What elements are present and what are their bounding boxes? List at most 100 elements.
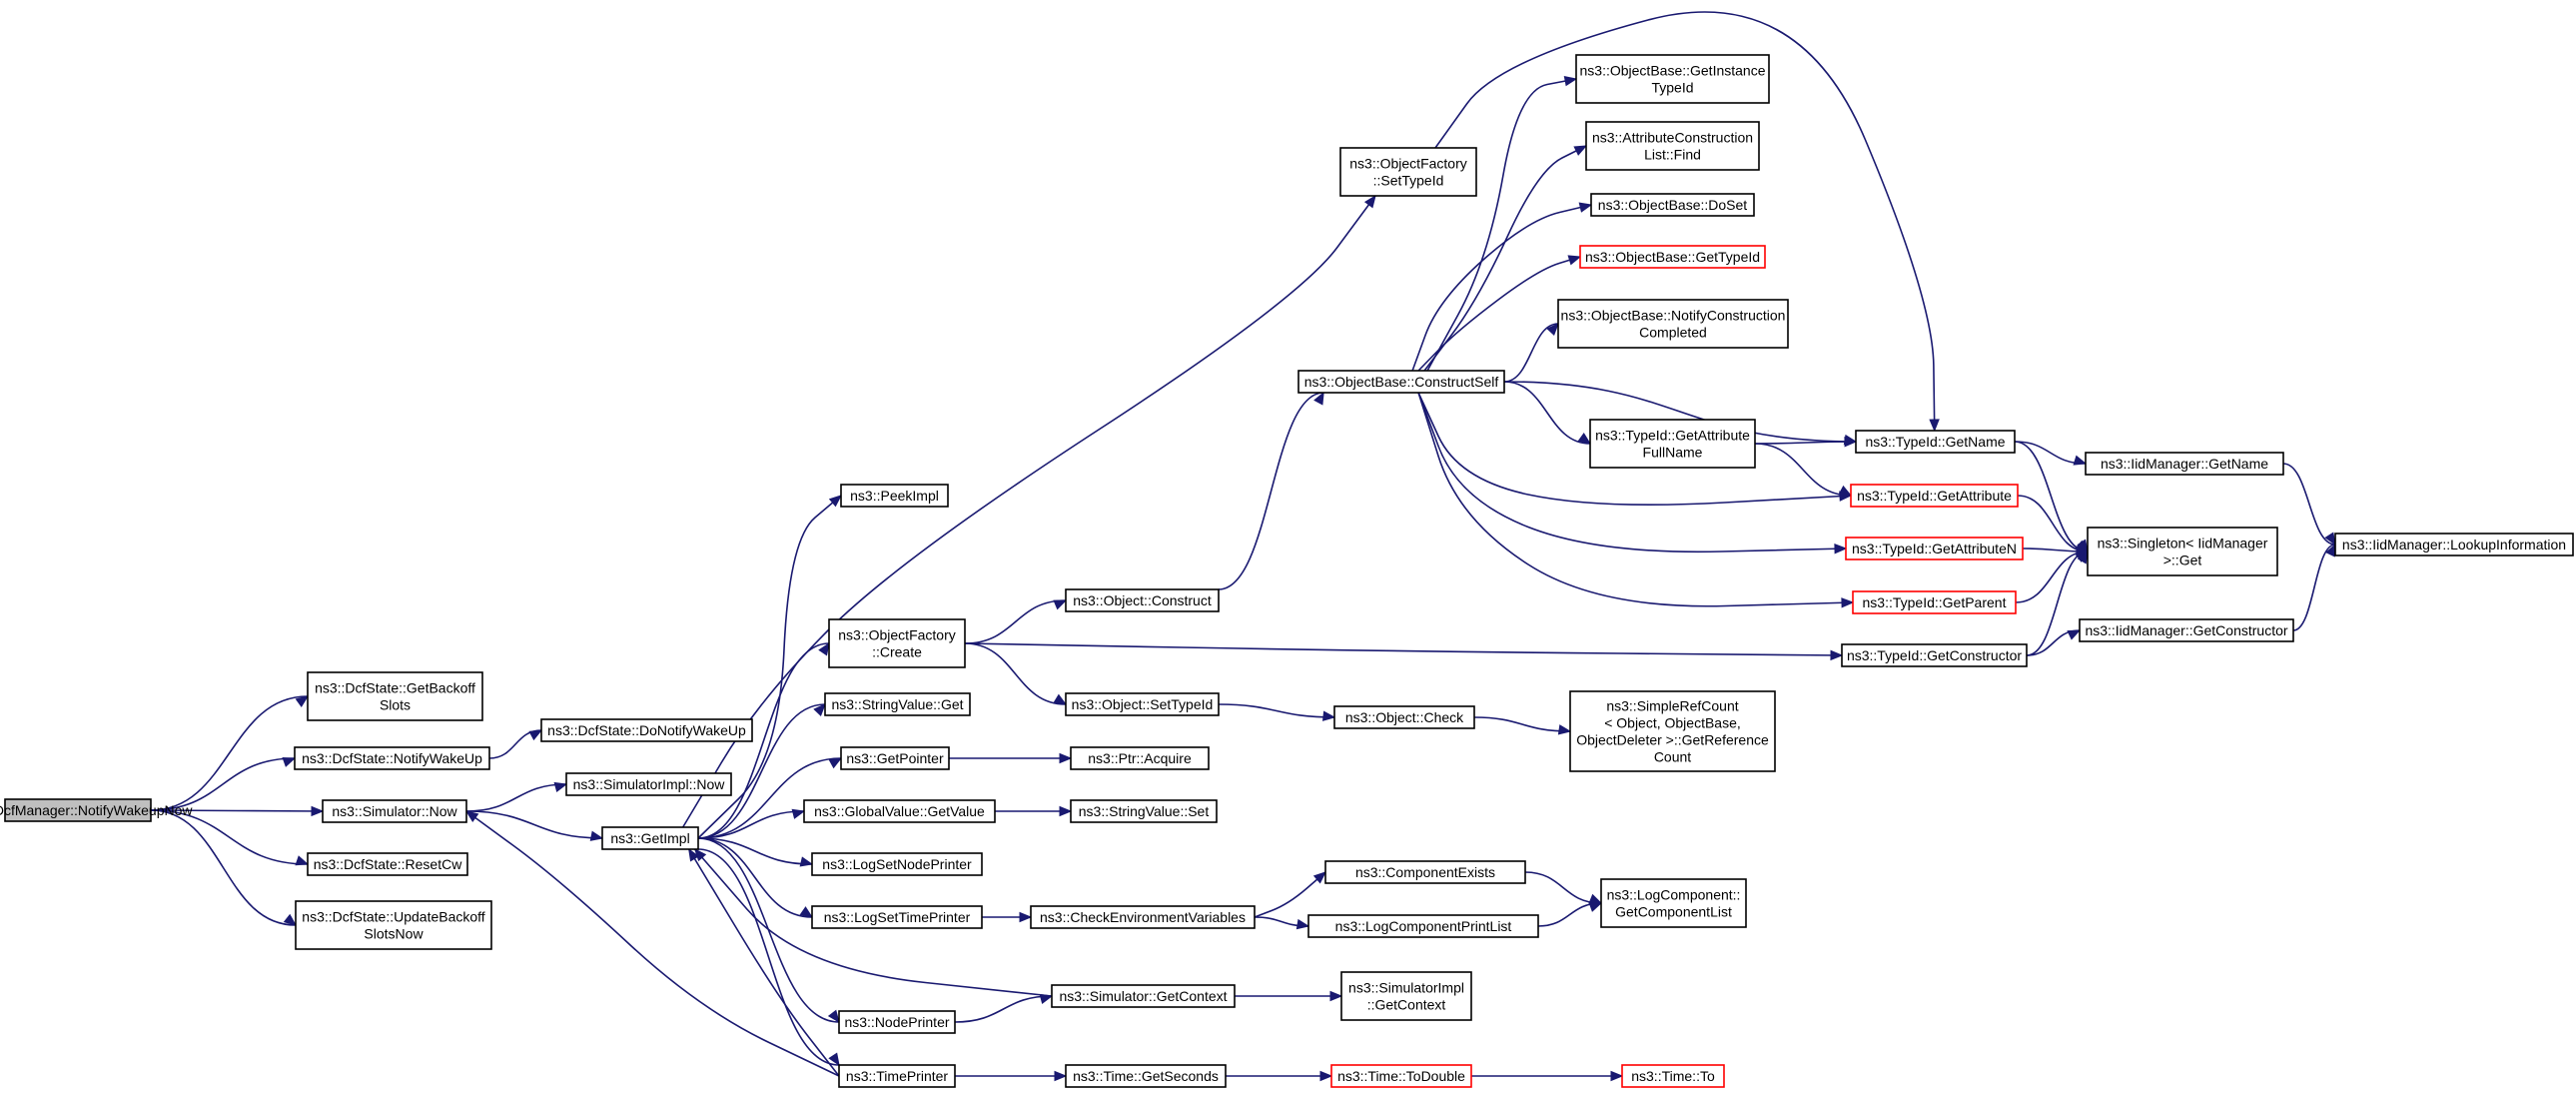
node-notifywakeup[interactable]: ns3::DcfState::NotifyWakeUp (294, 746, 490, 770)
edge-getimpl-to-gv_getvalue (697, 808, 806, 839)
edge-line (697, 642, 830, 839)
node-donotifywakeup[interactable]: ns3::DcfState::DoNotifyWakeUp (540, 718, 753, 742)
edge-arrowhead (295, 855, 310, 866)
node-checkenv[interactable]: ns3::CheckEnvironmentVariables (1030, 905, 1256, 929)
edge-line (954, 995, 1053, 1023)
node-componentexists[interactable]: ns3::ComponentExists (1324, 860, 1526, 884)
node-resetcw[interactable]: ns3::DcfState::ResetCw (307, 852, 468, 876)
edge-iid_getconstructor-to-iid_lookupinformation (2292, 543, 2336, 631)
node-of-create[interactable]: ns3::ObjectFactory::Create (828, 618, 966, 668)
node-box (1340, 971, 1472, 1021)
edge-ob_constructself-to-tid_getparent (1417, 392, 1855, 608)
node-simimpl-now[interactable]: ns3::SimulatorImpl::Now (565, 772, 732, 796)
edge-tid_getattribute-to-singleton_get (2017, 495, 2090, 552)
node-box (294, 746, 490, 770)
node-timeprinter[interactable]: ns3::TimePrinter (838, 1064, 956, 1088)
node-time-getseconds[interactable]: ns3::Time::GetSeconds (1065, 1064, 1227, 1088)
node-stringvalue-set[interactable]: ns3::StringValue::Set (1070, 799, 1218, 823)
node-ob-doset[interactable]: ns3::ObjectBase::DoSet (1590, 193, 1755, 217)
node-label: ns3::TypeId::GetAttribute (1595, 428, 1750, 444)
edge-checkenv-to-logcomponentprintlist (1254, 916, 1310, 930)
edge-timeprinter-to-sim_now (464, 810, 840, 1077)
edge-line (1426, 78, 1577, 372)
node-iid-getname[interactable]: ns3::IidManager::GetName (2085, 452, 2284, 476)
edge-arrowhead (1019, 911, 1033, 923)
node-label: ns3::IidManager::GetConstructor (2085, 622, 2287, 638)
node-nodeprinter[interactable]: ns3::NodePrinter (838, 1010, 956, 1034)
edge-arrowhead (1546, 323, 1559, 336)
node-ob-notifyconstruction[interactable]: ns3::ObjectBase::NotifyConstructionCompl… (1557, 299, 1789, 349)
edge-line (465, 783, 567, 812)
node-label: ns3::IidManager::GetName (2101, 456, 2268, 472)
node-tid-getconstructor[interactable]: ns3::TypeId::GetConstructor (1841, 643, 2028, 667)
edge-line (2017, 495, 2089, 552)
edge-getimpl-to-stringvalue_get (697, 703, 826, 839)
edge-of_create-to-obj_construct (964, 599, 1068, 644)
node-label: ns3::SimulatorImpl (1348, 980, 1464, 996)
edge-notifywakeup-to-donotifywakeup (488, 729, 543, 759)
edge-ob_constructself-to-acl_find (1423, 145, 1588, 372)
node-box (828, 618, 966, 668)
node-gv-getvalue[interactable]: ns3::GlobalValue::GetValue (803, 799, 996, 823)
edge-line (1417, 256, 1581, 372)
node-box (1070, 799, 1218, 823)
node-tid-getparent[interactable]: ns3::TypeId::GetParent (1852, 590, 2017, 614)
node-of-settypeid[interactable]: ns3::ObjectFactory::SetTypeId (1339, 147, 1477, 197)
node-label: FullName (1643, 445, 1703, 461)
edge-sim_now-to-simimpl_now (465, 781, 568, 812)
node-obj-settypeid[interactable]: ns3::Object::SetTypeId (1065, 692, 1220, 716)
edge-arrowhead (1312, 871, 1326, 884)
edge-line (1254, 871, 1326, 918)
edge-timeprinter-to-time_getseconds (955, 1070, 1068, 1082)
node-iid-getconstructor[interactable]: ns3::IidManager::GetConstructor (2079, 618, 2294, 642)
node-logsettimeprinter[interactable]: ns3::LogSetTimePrinter (811, 905, 983, 929)
node-peekimpl[interactable]: ns3::PeekImpl (840, 484, 949, 508)
node-time-todouble[interactable]: ns3::Time::ToDouble (1330, 1064, 1472, 1088)
node-label: ns3::LogSetTimePrinter (824, 909, 971, 925)
node-simplerefcount[interactable]: ns3::SimpleRefCount< Object, ObjectBase,… (1569, 690, 1776, 772)
node-time-to[interactable]: ns3::Time::To (1621, 1064, 1725, 1088)
node-getpointer[interactable]: ns3::GetPointer (840, 746, 950, 770)
edge-arrowhead (311, 805, 325, 817)
node-tid-getattributen[interactable]: ns3::TypeId::GetAttributeN (1845, 537, 2024, 560)
edge-root-to-updatebackoff (150, 809, 298, 926)
edge-line (150, 809, 324, 812)
node-ob-gettypeid[interactable]: ns3::ObjectBase::GetTypeId (1579, 245, 1766, 269)
edge-tid_getattributefullname-to-tid_getattribute (1754, 443, 1853, 497)
node-lc-getcomponentlist[interactable]: ns3::LogComponent::GetComponentList (1600, 878, 1747, 928)
edge-arrowhead (1838, 485, 1853, 497)
node-label: ns3::LogComponentPrintList (1335, 918, 1512, 934)
node-box (840, 746, 950, 770)
node-box (1841, 643, 2028, 667)
node-getimpl[interactable]: ns3::GetImpl (601, 826, 699, 850)
node-tid-getattribute[interactable]: ns3::TypeId::GetAttribute (1850, 484, 2019, 508)
node-ptr-acquire[interactable]: ns3::Ptr::Acquire (1070, 746, 1210, 770)
node-simimpl-getcontext[interactable]: ns3::SimulatorImpl::GetContext (1340, 971, 1472, 1021)
node-ob-constructself[interactable]: ns3::ObjectBase::ConstructSelf (1297, 370, 1505, 394)
edge-arrowhead (283, 913, 298, 926)
node-sim-getcontext[interactable]: ns3::Simulator::GetContext (1051, 984, 1236, 1008)
edge-arrowhead (1929, 419, 1940, 433)
node-stringvalue-get[interactable]: ns3::StringValue::Get (824, 692, 971, 716)
edge-line (2292, 544, 2336, 631)
node-singleton-get[interactable]: ns3::Singleton< IidManager >::Get (2087, 527, 2278, 576)
node-box (824, 692, 971, 716)
node-root[interactable]: ns3::DcfManager::NotifyWakeupNow (0, 798, 193, 822)
edge-arrowhead (1588, 893, 1603, 904)
node-obj-construct[interactable]: ns3::Object::Construct (1065, 588, 1220, 612)
edge-line (694, 848, 1053, 997)
node-iid-lookupinformation[interactable]: ns3::IidManager::LookupInformation (2334, 533, 2574, 556)
node-logcomponentprintlist[interactable]: ns3::LogComponentPrintList (1307, 914, 1539, 938)
node-label: ns3::TypeId::GetName (1865, 434, 2005, 450)
function-nodes: ns3::DcfManager::NotifyWakeupNowns3::Dcf… (0, 54, 2574, 1088)
node-box (1600, 878, 1747, 928)
node-obj-check[interactable]: ns3::Object::Check (1333, 705, 1475, 729)
node-sim-now[interactable]: ns3::Simulator::Now (322, 799, 467, 823)
node-logsetnodeprinter[interactable]: ns3::LogSetNodePrinter (811, 852, 983, 876)
node-tid-getname[interactable]: ns3::TypeId::GetName (1855, 430, 2016, 454)
